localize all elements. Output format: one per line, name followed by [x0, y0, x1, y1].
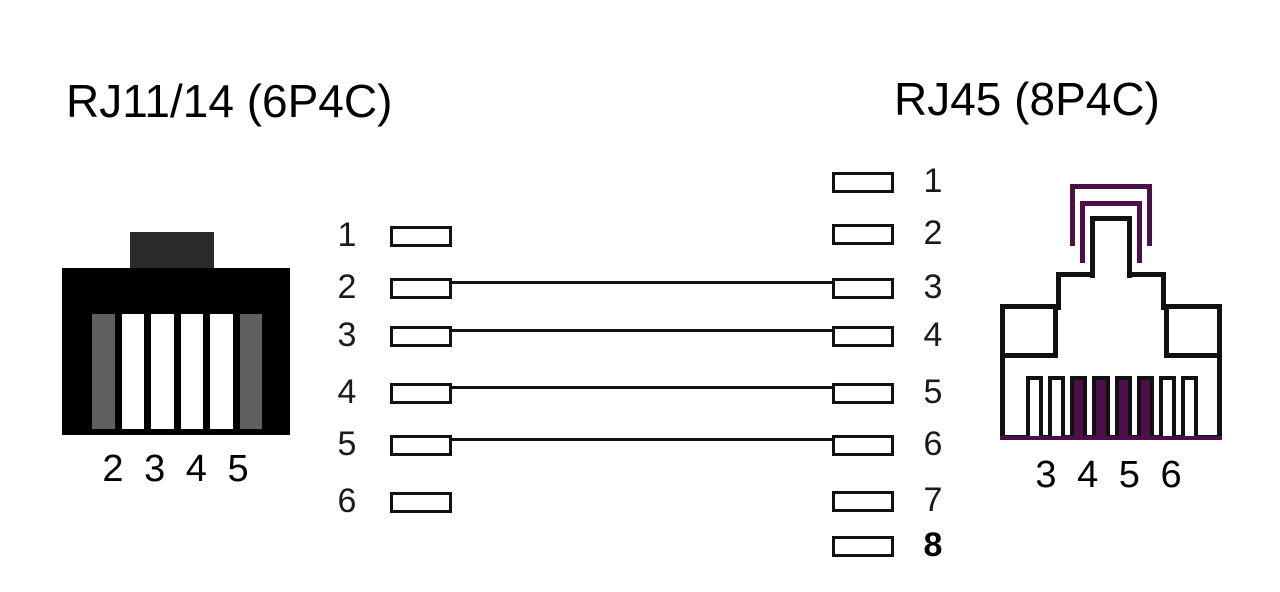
- rj45-contact-6: [1136, 376, 1154, 438]
- left-pin-number-4: 4: [337, 373, 357, 411]
- right-pin-number-5: 5: [923, 373, 943, 411]
- left-pin-box-1: [390, 226, 452, 247]
- rj45-latch-outer-frame: [1070, 184, 1152, 246]
- rj11-tab: [130, 232, 214, 272]
- rj11-connector-illustration: [62, 232, 294, 440]
- rj11-contact-6: [239, 314, 262, 429]
- rj45-contact-5: [1114, 376, 1132, 438]
- rj11-caption: 2 3 4 5: [102, 448, 254, 490]
- left-pin-number-5: 5: [337, 425, 357, 463]
- left-pin-box-4: [390, 383, 452, 404]
- rj45-contact-3: [1070, 376, 1088, 438]
- right-pin-number-2: 2: [923, 214, 943, 252]
- right-pin-box-5: [832, 383, 894, 404]
- rj45-caption: 3 4 5 6: [1035, 454, 1187, 496]
- wire-3-to-4: [452, 329, 835, 332]
- left-pin-number-3: 3: [337, 316, 357, 354]
- rj45-baseline: [1000, 436, 1222, 440]
- rj45-contact-7: [1158, 376, 1176, 438]
- right-connector-title: RJ45 (8P4C): [894, 73, 1160, 125]
- rj45-shoulder-left: [1000, 304, 1058, 358]
- wire-5-to-6: [452, 438, 835, 441]
- right-pin-box-8: [832, 536, 894, 557]
- right-pin-number-3: 3: [923, 268, 943, 306]
- right-pin-number-8: 8: [923, 526, 943, 564]
- right-pin-number-1: 1: [923, 162, 943, 200]
- left-pin-box-5: [390, 435, 452, 456]
- rj45-contact-4: [1092, 376, 1110, 438]
- rj45-contact-slots: [1026, 376, 1198, 438]
- rj45-contact-8: [1180, 376, 1198, 438]
- left-pin-number-2: 2: [337, 268, 357, 306]
- right-pin-box-7: [832, 491, 894, 512]
- right-pin-number-6: 6: [923, 425, 943, 463]
- wire-4-to-5: [452, 386, 835, 389]
- right-pin-box-6: [832, 435, 894, 456]
- rj11-contact-5: [210, 314, 233, 429]
- rj45-contact-2: [1048, 376, 1066, 438]
- rj45-latch-middle-frame: [1080, 201, 1142, 263]
- left-pin-box-3: [390, 326, 452, 347]
- left-pin-number-6: 6: [337, 482, 357, 520]
- right-pin-box-3: [832, 278, 894, 299]
- rj11-contact-4: [180, 314, 203, 429]
- rj11-contact-2: [121, 314, 144, 429]
- left-pin-box-6: [390, 492, 452, 513]
- rj11-contact-slots: [92, 314, 262, 429]
- right-pin-box-2: [832, 224, 894, 245]
- wire-2-to-3: [452, 281, 835, 284]
- right-pin-box-4: [832, 326, 894, 347]
- rj45-shoulder-right: [1164, 304, 1222, 358]
- rj45-connector-illustration: [1000, 184, 1222, 442]
- left-connector-title: RJ11/14 (6P4C): [66, 75, 393, 127]
- right-pin-box-1: [832, 172, 894, 193]
- rj45-latch-inner-frame: [1090, 216, 1132, 278]
- right-pin-number-7: 7: [923, 481, 943, 519]
- right-pin-number-4: 4: [923, 316, 943, 354]
- left-pin-number-1: 1: [337, 216, 357, 254]
- left-pin-box-2: [390, 278, 452, 299]
- rj45-contact-1: [1026, 376, 1044, 438]
- rj11-contact-1: [92, 314, 115, 429]
- rj11-contact-3: [151, 314, 174, 429]
